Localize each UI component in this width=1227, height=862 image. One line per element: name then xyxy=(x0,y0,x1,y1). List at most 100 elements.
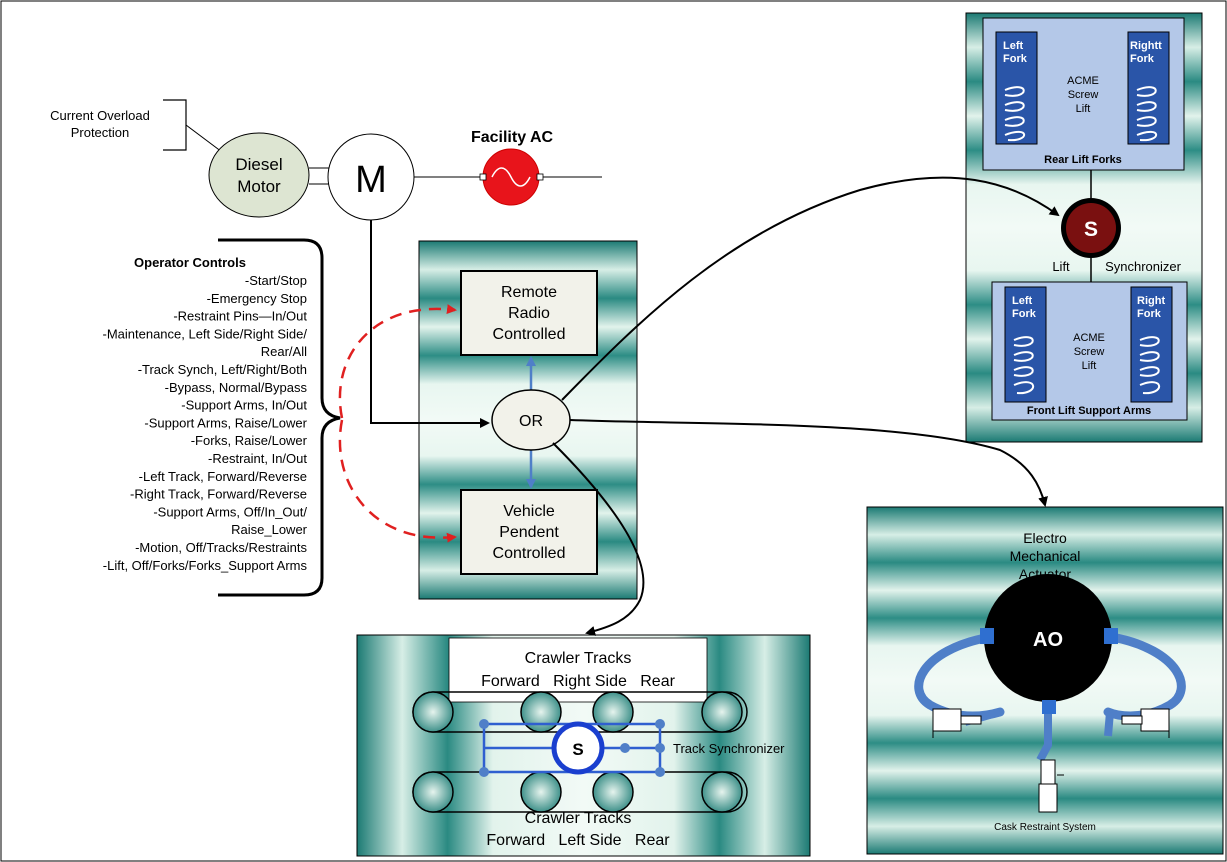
operator-controls: Operator Controls -Start/Stop -Emergency … xyxy=(102,238,341,597)
remote-line2: Radio xyxy=(508,305,550,322)
lift-sync-letter: S xyxy=(1084,218,1098,241)
remote-radio-box xyxy=(460,270,598,356)
rear-left-line1: Left xyxy=(1003,40,1024,52)
operator-control-item: -Track Synch, Left/Right/Both xyxy=(138,362,307,377)
actuator-joint-left xyxy=(980,628,994,644)
operator-control-item: -Right Track, Forward/Reverse xyxy=(130,487,307,502)
operator-control-item: Rear/All xyxy=(261,344,307,359)
front-acme-line2: Screw xyxy=(1074,346,1105,358)
right-track-wheel xyxy=(412,691,454,733)
motor-to-or-connector xyxy=(370,220,490,428)
actuator-bottom-arm xyxy=(1036,708,1052,762)
lift-panel: Left Fork Rightt Fork ACME Screw Lift Re… xyxy=(965,12,1203,443)
operator-control-item: -Lift, Off/Forks/Forks_Support Arms xyxy=(103,558,308,573)
operator-control-item: -Support Arms, In/Out xyxy=(181,398,307,413)
actuator-node xyxy=(984,574,1112,702)
remote-line3: Controlled xyxy=(493,326,566,343)
controls-to-remote-dashed xyxy=(338,304,457,419)
operator-control-item: -Restraint, In/Out xyxy=(208,451,307,466)
overload-protection: Current Overload Protection xyxy=(50,99,223,153)
pendent-line2: Pendent xyxy=(499,524,559,541)
rear-right-line2: Fork xyxy=(1130,53,1155,65)
diesel-line1: Diesel xyxy=(235,155,282,174)
operator-control-item: -Motion, Off/Tracks/Restraints xyxy=(135,540,307,555)
operator-control-item: -Support Arms, Off/In_Out/ xyxy=(153,504,307,519)
overload-leader xyxy=(185,124,223,153)
or-to-lift-connector xyxy=(561,176,1060,401)
power-source: Diesel Motor M Facility AC xyxy=(208,129,602,221)
right-track-wheel xyxy=(592,691,634,733)
lift-sync-lift-label: Lift xyxy=(1052,259,1070,274)
operator-controls-list: -Start/Stop-Emergency Stop-Restraint Pin… xyxy=(102,273,307,573)
operator-control-item: -Forks, Raise/Lower xyxy=(191,433,308,448)
actuator-joint-bottom xyxy=(1042,700,1056,714)
track-sync-joints xyxy=(479,719,665,777)
controls-to-pendent-dashed xyxy=(338,419,457,543)
left-track-wheel xyxy=(701,771,743,813)
tracks-top-sub: Forward Right Side Rear xyxy=(481,673,676,690)
diesel-motor-node xyxy=(208,132,310,218)
front-acme-line3: Lift xyxy=(1082,360,1097,372)
rear-acme-line2: Screw xyxy=(1068,89,1099,101)
rear-acme-line3: Lift xyxy=(1076,103,1091,115)
ac-terminal-right xyxy=(536,173,544,181)
actuator-line2: Mechanical xyxy=(1010,548,1081,564)
operator-control-item: -Start/Stop xyxy=(245,273,307,288)
diesel-line2: Motor xyxy=(237,177,281,196)
operator-control-item: Raise_Lower xyxy=(231,522,308,537)
overload-line2: Protection xyxy=(71,125,130,140)
motor-label: M xyxy=(355,159,387,201)
operator-controls-title: Operator Controls xyxy=(134,255,246,270)
crawler-tracks-panel: Crawler Tracks Forward Right Side Rear xyxy=(356,634,811,857)
bottom-restraint-cylinder xyxy=(1038,759,1064,813)
actuator-panel: Electro Mechanical Actuator AO Cask Rest… xyxy=(866,506,1224,855)
front-right-line2: Fork xyxy=(1137,308,1162,320)
left-restraint-cylinder xyxy=(932,708,982,738)
right-restraint-cylinder xyxy=(1121,708,1170,738)
or-label: OR xyxy=(519,413,543,430)
or-to-tracks-connector xyxy=(552,442,645,636)
front-left-screw-icon xyxy=(1013,336,1035,395)
left-track-wheel xyxy=(520,771,562,813)
operator-control-item: -Emergency Stop xyxy=(207,291,307,306)
rear-right-screw-icon xyxy=(1136,86,1158,142)
pendent-line3: Controlled xyxy=(493,545,566,562)
rear-right-line1: Rightt xyxy=(1130,40,1162,52)
front-right-line1: Right xyxy=(1137,295,1165,307)
front-arms-title: Front Lift Support Arms xyxy=(1027,405,1151,417)
tracks-bottom-sub: Forward Left Side Rear xyxy=(486,832,670,849)
actuator-center-label: AO xyxy=(1033,629,1063,651)
left-track-wheel xyxy=(412,771,454,813)
front-left-line1: Left xyxy=(1012,295,1033,307)
operator-control-item: -Support Arms, Raise/Lower xyxy=(144,415,307,430)
rear-acme-line1: ACME xyxy=(1067,75,1099,87)
ac-terminal-left xyxy=(479,173,487,181)
vehicle-pendent-box xyxy=(460,489,598,575)
remote-line1: Remote xyxy=(501,284,557,301)
rear-forks-title: Rear Lift Forks xyxy=(1044,154,1122,166)
actuator-joint-right xyxy=(1104,628,1118,644)
left-track-wheel xyxy=(592,771,634,813)
track-sync-letter: S xyxy=(572,740,583,759)
pendent-line1: Vehicle xyxy=(503,503,555,520)
rear-left-screw-icon xyxy=(1004,86,1026,142)
front-left-line2: Fork xyxy=(1012,308,1037,320)
operator-control-item: -Left Track, Forward/Reverse xyxy=(139,469,307,484)
facility-ac-label: Facility AC xyxy=(471,129,554,146)
tracks-bottom-title: Crawler Tracks xyxy=(525,810,632,827)
cask-restraint-caption: Cask Restraint System xyxy=(994,822,1096,833)
front-right-screw-icon xyxy=(1139,336,1161,395)
overload-line1: Current Overload xyxy=(50,108,150,123)
operator-control-item: -Bypass, Normal/Bypass xyxy=(165,380,308,395)
actuator-right-arm xyxy=(1103,632,1186,721)
rear-left-line2: Fork xyxy=(1003,53,1028,65)
front-acme-line1: ACME xyxy=(1073,332,1105,344)
control-panel: Remote Radio Controlled Vehicle Pendent … xyxy=(418,240,638,600)
or-to-actuator-connector xyxy=(569,419,1048,507)
right-track-wheel xyxy=(701,691,743,733)
track-synchronizer-node xyxy=(551,721,605,775)
track-sync-label: Track Synchronizer xyxy=(673,741,785,756)
operator-controls-brace xyxy=(218,238,341,597)
right-track-wheel xyxy=(520,691,562,733)
